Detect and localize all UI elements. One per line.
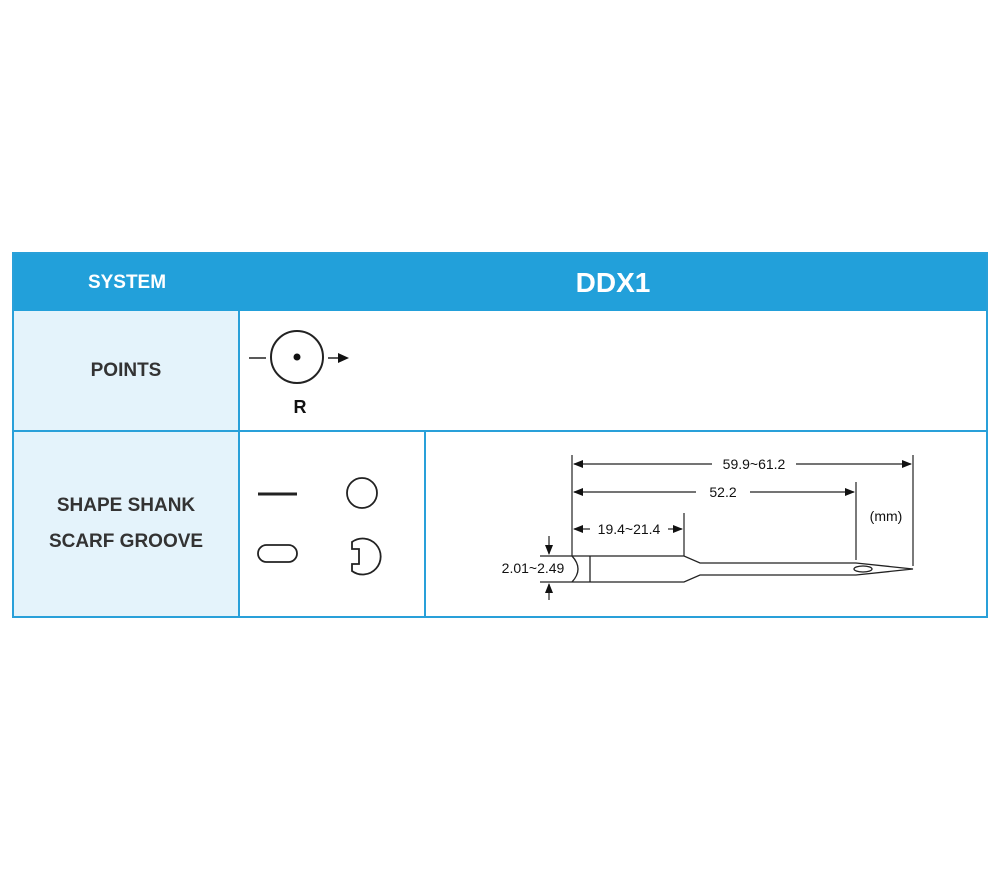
shape-label: SHAPE SHANK SCARF GROOVE <box>14 432 238 616</box>
rounded-shank-icon <box>257 544 298 563</box>
system-value: DDX1 <box>575 267 651 298</box>
points-label-text: POINTS <box>90 359 162 381</box>
label-column-divider <box>238 311 240 616</box>
round-scarf-icon <box>346 477 378 509</box>
points-label: POINTS <box>14 311 238 430</box>
header-row: SYSTEM DDX1 <box>14 254 986 311</box>
groove-icon <box>351 537 382 576</box>
eye-length-label: 52.2 <box>709 484 736 500</box>
system-label: SYSTEM <box>87 272 167 293</box>
needle-spec-table: SYSTEM DDX1 POINTS SHAPE SHANK SCARF GRO… <box>12 252 988 618</box>
row-divider <box>14 430 986 432</box>
shape-label-line2: SCARF GROOVE <box>48 531 204 552</box>
unit-label: (mm) <box>870 508 903 524</box>
total-length-label: 59.9~61.2 <box>723 456 786 472</box>
shape-label-line1: SHAPE SHANK <box>56 495 196 516</box>
shank-diameter-label: 2.01~2.49 <box>502 560 565 576</box>
diagram-column-divider <box>424 432 426 616</box>
point-code: R <box>294 397 307 417</box>
round-point-icon <box>249 330 349 384</box>
shank-length-label: 19.4~21.4 <box>598 521 661 537</box>
needle-drawing <box>571 555 914 583</box>
